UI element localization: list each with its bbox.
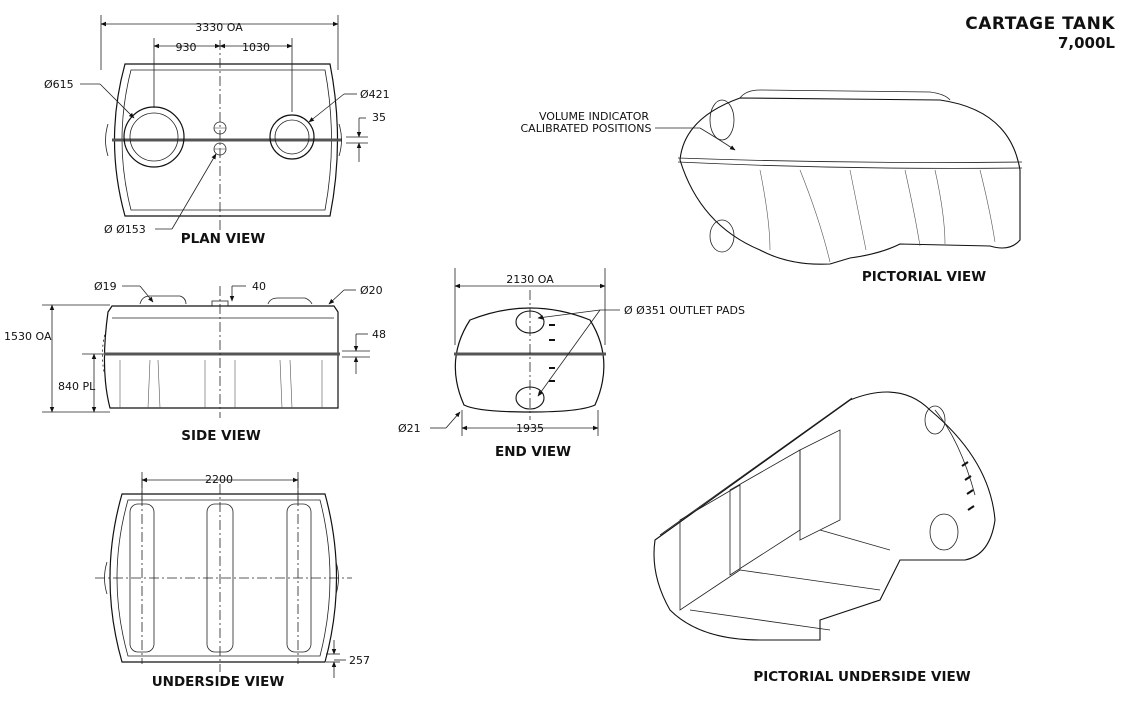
underside-outline	[109, 493, 338, 663]
pictorial-skid-1	[679, 484, 741, 611]
dim-outlet-pads: Ø Ø351 OUTLET PADS	[624, 304, 745, 317]
volume-marks	[549, 324, 555, 382]
dim-35: 35	[372, 111, 386, 124]
underside-view: 2200 257 UNDERSIDE VIEW	[95, 472, 370, 690]
plan-right-outlet-pad	[338, 123, 342, 157]
volume-indicator-line1: VOLUME INDICATOR	[539, 110, 649, 123]
outlet-pad-top	[515, 310, 545, 334]
dim-d20: Ø20	[360, 284, 383, 297]
leader-d19	[139, 285, 154, 303]
plan-left-outlet-pad	[105, 123, 109, 157]
leader-d20	[328, 289, 345, 305]
leader-d421	[308, 93, 345, 123]
dim-930: 930	[176, 41, 197, 54]
pictorial-underside-view-label: PICTORIAL UNDERSIDE VIEW	[753, 669, 970, 685]
dim-2200: 2200	[205, 473, 233, 486]
dim-d19: Ø19	[94, 280, 117, 293]
leader-d21	[445, 411, 461, 429]
side-lid-left	[139, 295, 187, 305]
pictorial-underside-body	[653, 391, 996, 641]
dim-d153: Ø Ø153	[104, 223, 146, 236]
pictorial-band	[677, 161, 1023, 169]
underside-view-label: UNDERSIDE VIEW	[152, 674, 285, 690]
underside-volume-marks	[961, 461, 975, 511]
pictorial-underside-pad	[929, 513, 959, 551]
dim-end-width: 2130 OA	[506, 273, 554, 286]
dim-840: 840 PL	[58, 380, 96, 393]
leader-d153	[171, 153, 217, 230]
dim-48: 48	[372, 328, 386, 341]
leader-outlet-bottom	[537, 309, 601, 397]
side-view: Ø19 40 Ø20 1530 OA 48 840 PL SIDE VIEW	[4, 280, 386, 444]
drawing-title: CARTAGE TANK	[965, 14, 1115, 34]
end-view: 2130 OA Ø Ø351 OUTLET PADS Ø21 1935 END …	[398, 268, 745, 460]
pictorial-top-pad	[709, 99, 735, 141]
volume-indicator-line2: CALIBRATED POSITIONS	[521, 122, 652, 135]
small-manhole-outer	[269, 114, 315, 160]
dim-height-overall: 1530 OA	[4, 330, 52, 343]
pictorial-skid-3	[799, 429, 841, 541]
side-view-label: SIDE VIEW	[181, 428, 261, 444]
outlet-pad-bottom	[515, 386, 545, 410]
small-manhole-inner	[274, 119, 310, 155]
dim-257: 257	[349, 654, 370, 667]
dim-40: 40	[252, 280, 266, 293]
large-manhole-inner	[129, 112, 179, 162]
skid-center	[206, 503, 234, 653]
leader-outlet-top	[537, 309, 601, 320]
end-view-label: END VIEW	[495, 444, 571, 460]
skid-right	[286, 503, 312, 653]
pictorial-view: VOLUME INDICATOR CALIBRATED POSITIONS PI…	[521, 89, 1023, 285]
pictorial-underside-view: PICTORIAL UNDERSIDE VIEW	[653, 391, 996, 685]
drawing-capacity: 7,000L	[1057, 34, 1115, 52]
leader-d615	[99, 83, 135, 119]
dim-overall-length: 3330 OA	[195, 21, 243, 34]
large-manhole-outer	[123, 106, 185, 168]
end-outline	[454, 307, 605, 413]
pictorial-body	[679, 97, 1021, 265]
dim-d21: Ø21	[398, 422, 421, 435]
plan-outline	[113, 63, 339, 217]
pictorial-bottom-pad	[709, 219, 735, 253]
pictorial-view-label: PICTORIAL VIEW	[862, 269, 986, 285]
plan-view: 3330 OA 930 1030 Ø615 Ø421 35 Ø Ø153 PLA…	[44, 15, 390, 247]
leader-volume-indicator	[699, 127, 736, 151]
side-outline	[103, 305, 339, 409]
pictorial-skid-2	[729, 449, 801, 576]
dim-d615: Ø615	[44, 78, 74, 91]
plan-view-label: PLAN VIEW	[181, 231, 266, 247]
dim-d421: Ø421	[360, 88, 390, 101]
dim-1935: 1935	[516, 422, 544, 435]
title-block: CARTAGE TANK 7,000L	[965, 14, 1115, 52]
dim-1030: 1030	[242, 41, 270, 54]
